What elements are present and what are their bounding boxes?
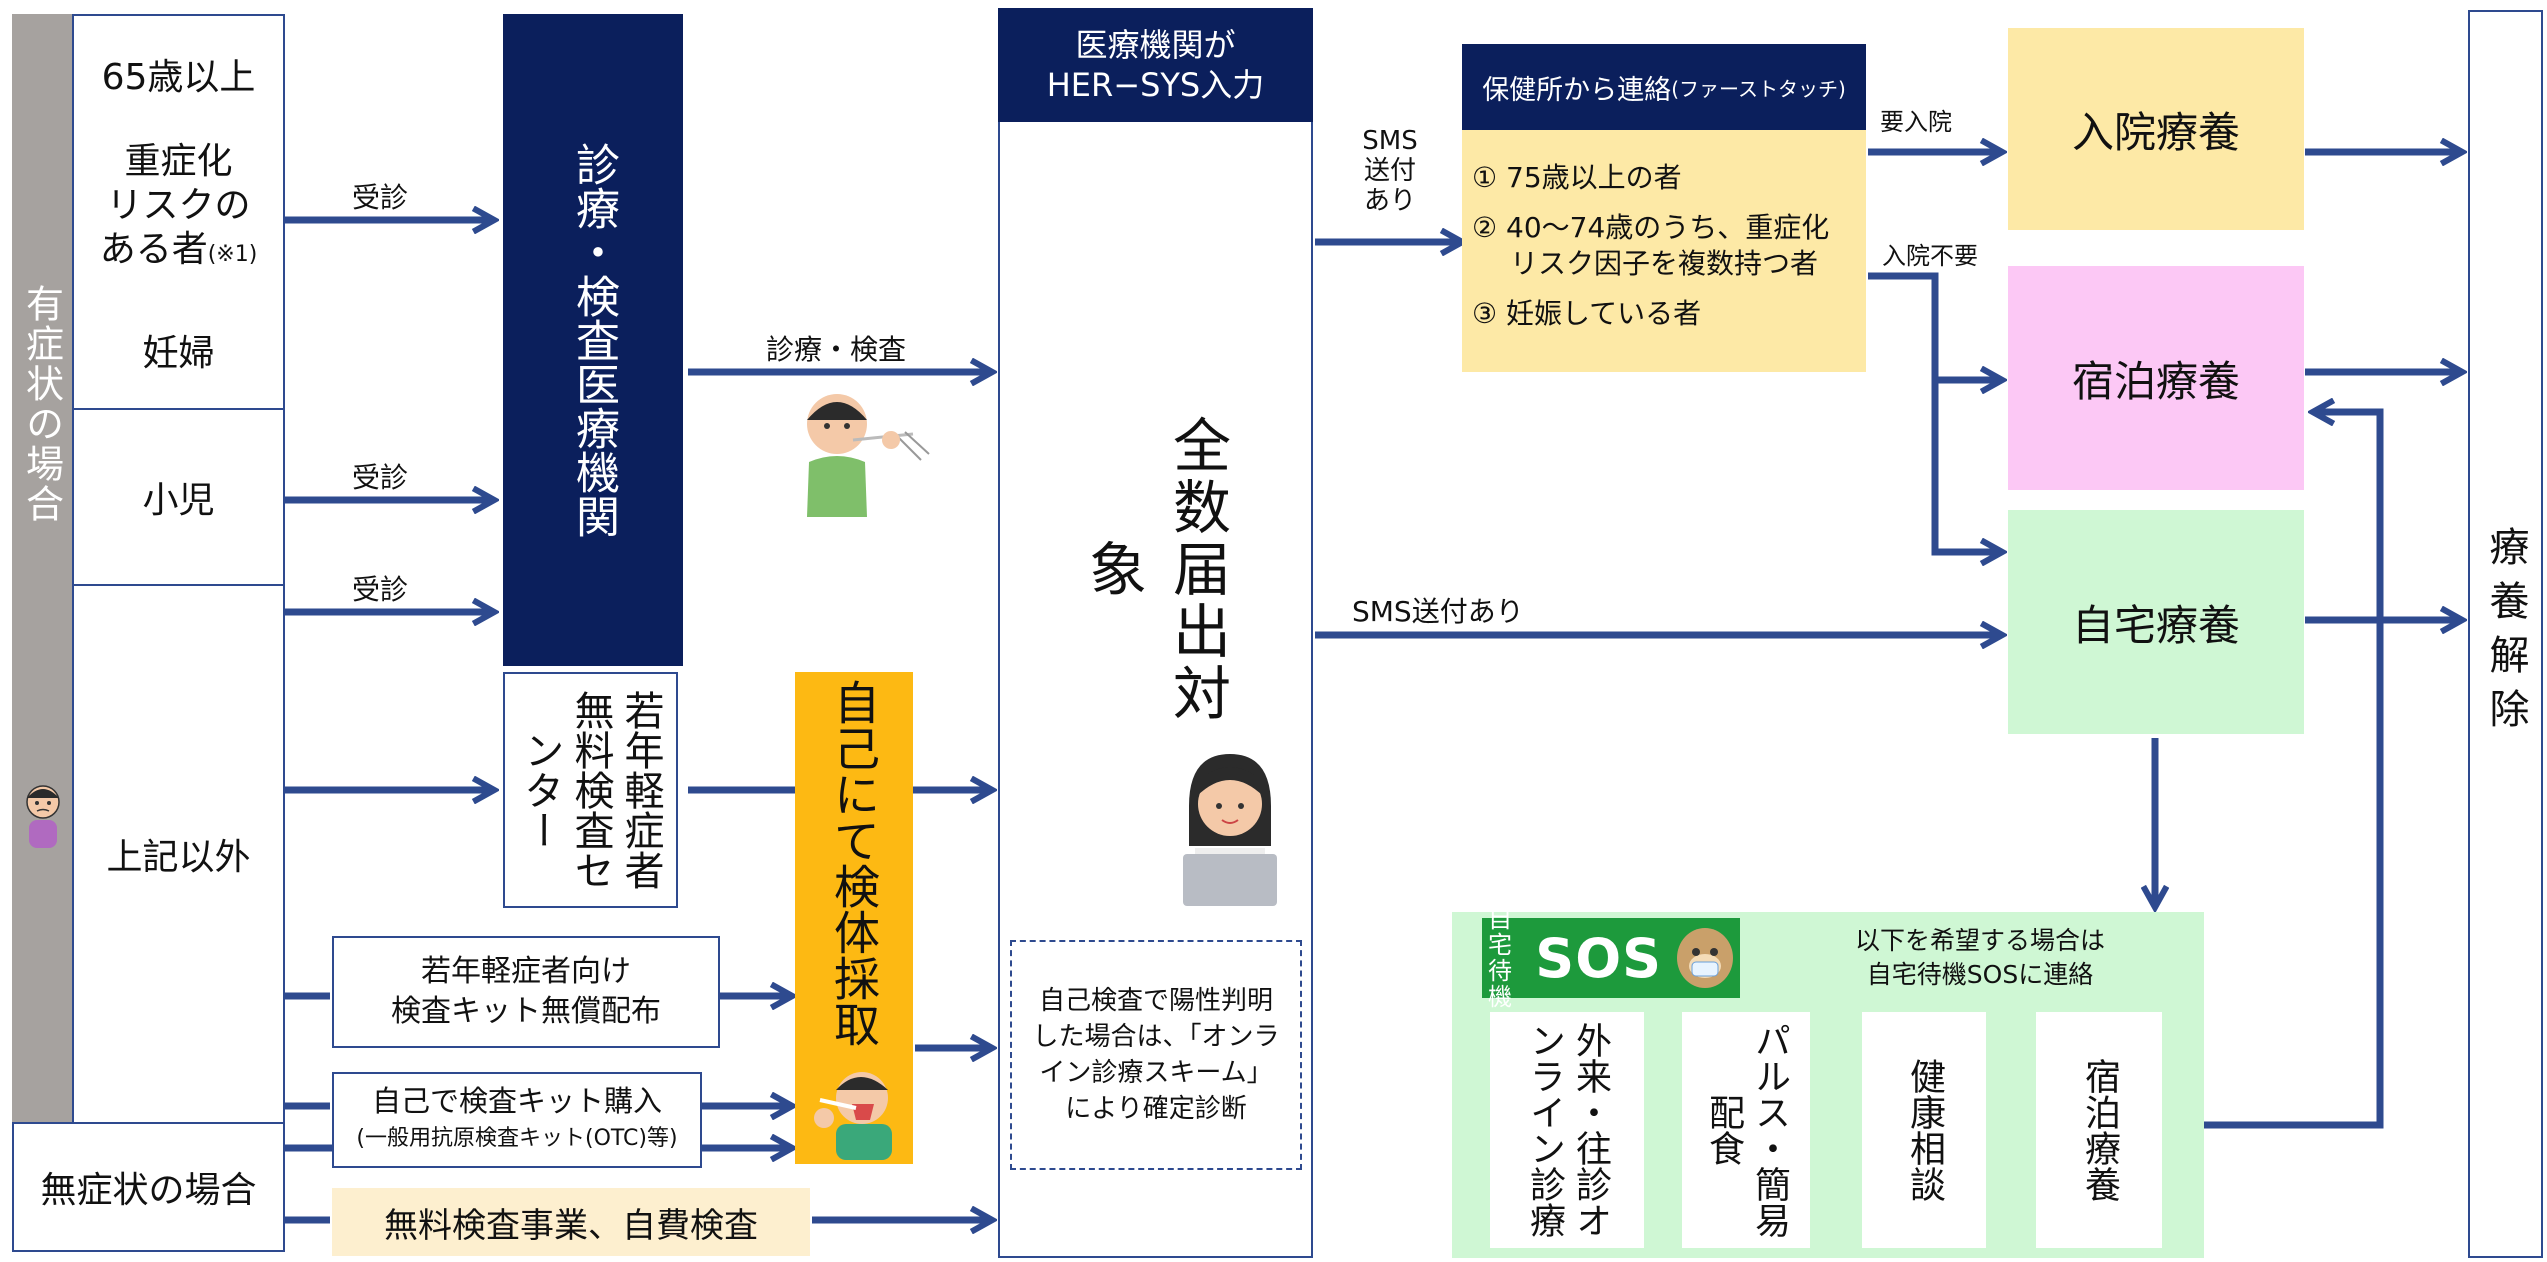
hc-item-2: ② 40～74歳のうち、重症化 <box>1472 211 1830 244</box>
sos-logo: 自宅 待機 SOS <box>1482 906 1740 1010</box>
all-notification-label: 全数届出対象 <box>1079 415 1231 725</box>
clinic-box: 診療・検査医療機関 <box>503 14 683 666</box>
hc-item-1: ① 75歳以上の者 <box>1472 161 1682 194</box>
home-care-box: 自宅療養 <box>2008 510 2304 734</box>
free-kit-box: 若年軽症者向け 検査キット無償配布 <box>332 936 720 1048</box>
hotel-care-box: 宿泊療養 <box>2008 266 2304 490</box>
child-box: 小児 <box>72 408 285 586</box>
sms-label: SMS 送付 あり <box>1362 126 1418 216</box>
test-center-box: 若年軽症者無料検査センター <box>503 672 678 908</box>
sms-sent-label: SMS送付あり <box>1352 595 1524 628</box>
asymptomatic-box: 無症状の場合 <box>12 1122 285 1252</box>
arrow-hc-to-hotel <box>1868 272 2000 380</box>
buy-kit-box: 自己で検査キット購入 (一般用抗原検査キット(OTC)等) <box>332 1072 702 1168</box>
sos-item-oximeter-meal: パルス・簡易配食 <box>1682 1012 1810 1248</box>
need-hospital-label: 要入院 <box>1880 108 1952 136</box>
free-test-box: 無料検査事業、自費検査 <box>332 1188 810 1256</box>
elderly-label: 65歳以上 <box>101 57 256 98</box>
visit-label-3: 受診 <box>352 573 409 606</box>
release-box: 療養解除 <box>2468 10 2543 1258</box>
sos-item-hotel: 宿泊療養 <box>2036 1012 2162 1248</box>
hersys-header: 医療機関が HER−SYS入力 <box>998 8 1313 122</box>
arrow-sos-to-hotel <box>2165 412 2384 1129</box>
risk-label: 重症化 リスクの ある者(※1) <box>99 141 258 270</box>
sick-person-icon <box>22 780 64 850</box>
visit-label-1: 受診 <box>352 181 409 214</box>
other-box: 上記以外 <box>72 584 285 1124</box>
symptomatic-band: 有症状の場合 <box>12 14 72 1124</box>
operator-woman-icon <box>1175 746 1285 911</box>
no-hospital-label: 入院不要 <box>1882 242 1978 270</box>
arrow-hc-to-home <box>1931 380 2000 552</box>
online-diagnosis-note: 自己検査で陽性判明 した場合は、「オンラ イン診療スキーム」 により確定診断 <box>1010 940 1302 1170</box>
risk-group-box <box>72 14 285 410</box>
health-center-list: ① 75歳以上の者 ② 40～74歳のうち、重症化 リスク因子を複数持つ者 ③ … <box>1472 160 1862 332</box>
dog-mascot-icon <box>1670 922 1740 994</box>
sos-item-health-consult: 健康相談 <box>1862 1012 1986 1248</box>
sos-item-outpatient: 外来・往診オンライン診療 <box>1490 1012 1644 1248</box>
symptomatic-label: 有症状の場合 <box>19 284 64 524</box>
hc-item-3: ③ 妊娠している者 <box>1472 297 1702 330</box>
doctor-swab-icon <box>795 382 935 517</box>
exam-label: 診療・検査 <box>766 333 907 366</box>
notification-column <box>998 8 1313 1258</box>
health-center-header: 保健所から連絡(ファーストタッチ) <box>1462 44 1866 130</box>
hospital-care-box: 入院療養 <box>2008 28 2304 230</box>
visit-label-2: 受診 <box>352 461 409 494</box>
pregnant-label: 妊婦 <box>142 333 215 374</box>
sos-description: 以下を希望する場合は 自宅待機SOSに連絡 <box>1854 926 2105 989</box>
self-swab-icon <box>800 1060 908 1160</box>
hc-item-2b: リスク因子を複数持つ者 <box>1510 247 1819 280</box>
